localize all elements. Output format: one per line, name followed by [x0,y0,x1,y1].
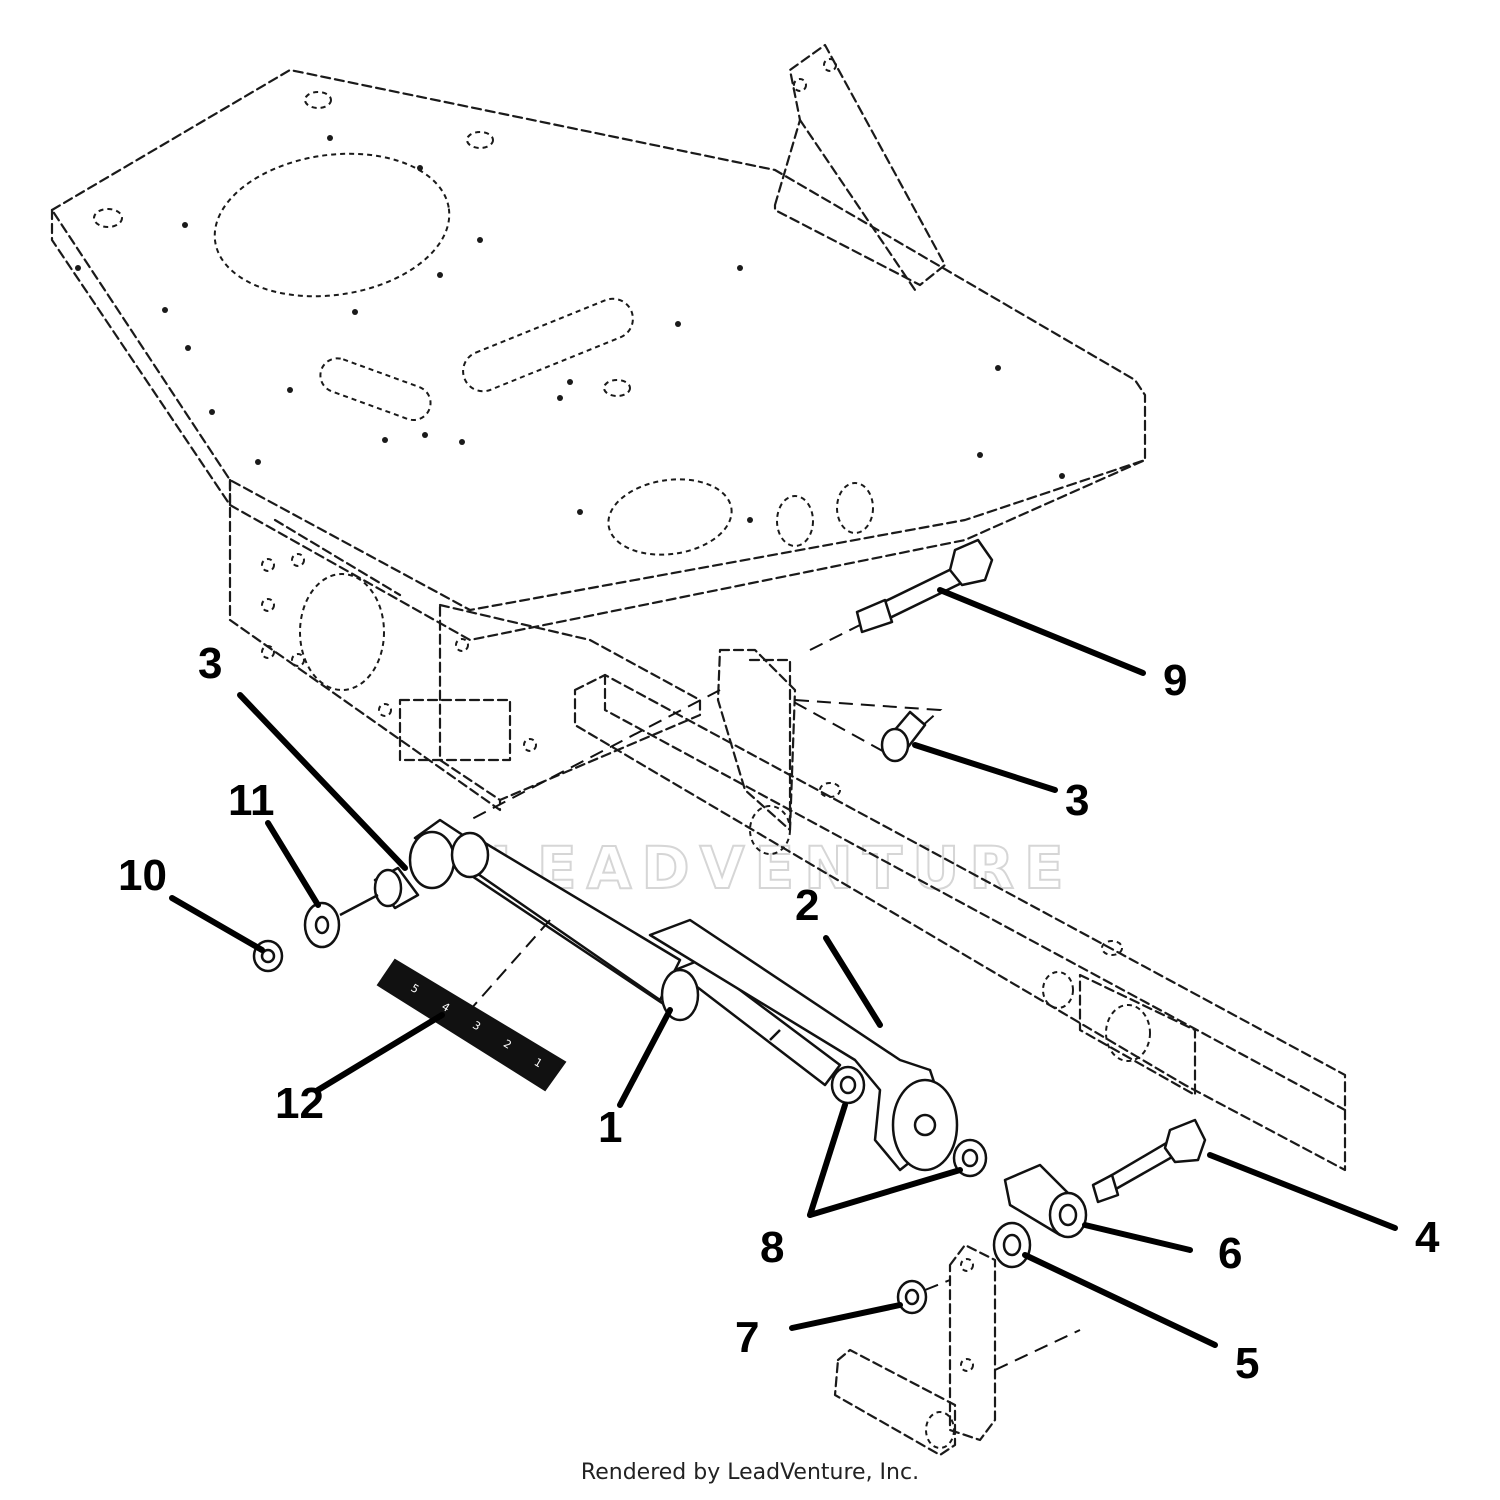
callout-labels: 1 2 3 3 4 5 6 7 8 9 10 11 12 [118,639,1440,1388]
part-9-bolt [809,538,994,651]
lower-bracket [833,1243,1081,1457]
callout-3-right: 3 [1065,776,1089,825]
callout-1: 1 [598,1103,622,1152]
watermark-text: LEADVENTURE [490,834,1074,902]
callout-7: 7 [735,1313,759,1362]
callout-3-left: 3 [198,639,222,688]
callout-8: 8 [760,1223,784,1272]
part-12-decal: 5 4 3 2 1 [376,958,567,1092]
callout-6: 6 [1218,1229,1242,1278]
render-credit: Rendered by LeadVenture, Inc. [580,1460,920,1485]
part-11-washer [303,893,379,949]
leader-lines [169,587,1398,1348]
callout-2: 2 [795,881,819,930]
part-8-nuts [830,1065,988,1178]
part-3-spacer-left [373,866,420,910]
callout-12: 12 [275,1079,324,1128]
callout-9: 9 [1163,656,1187,705]
part-6-rod-end [1003,1163,1088,1239]
callout-5: 5 [1235,1339,1259,1388]
part-5-washer [992,1221,1032,1269]
callout-11: 11 [228,776,275,825]
watermark: LEADVENTURE [489,833,1074,903]
callout-10: 10 [118,851,167,900]
frame-assembly [50,43,1347,1172]
part-3-spacer-right [880,710,927,763]
callout-4: 4 [1415,1213,1440,1262]
part-1-rod-assembly [408,818,959,1172]
part-4-bolt [1091,1118,1207,1204]
part-7-nut [896,1279,928,1315]
